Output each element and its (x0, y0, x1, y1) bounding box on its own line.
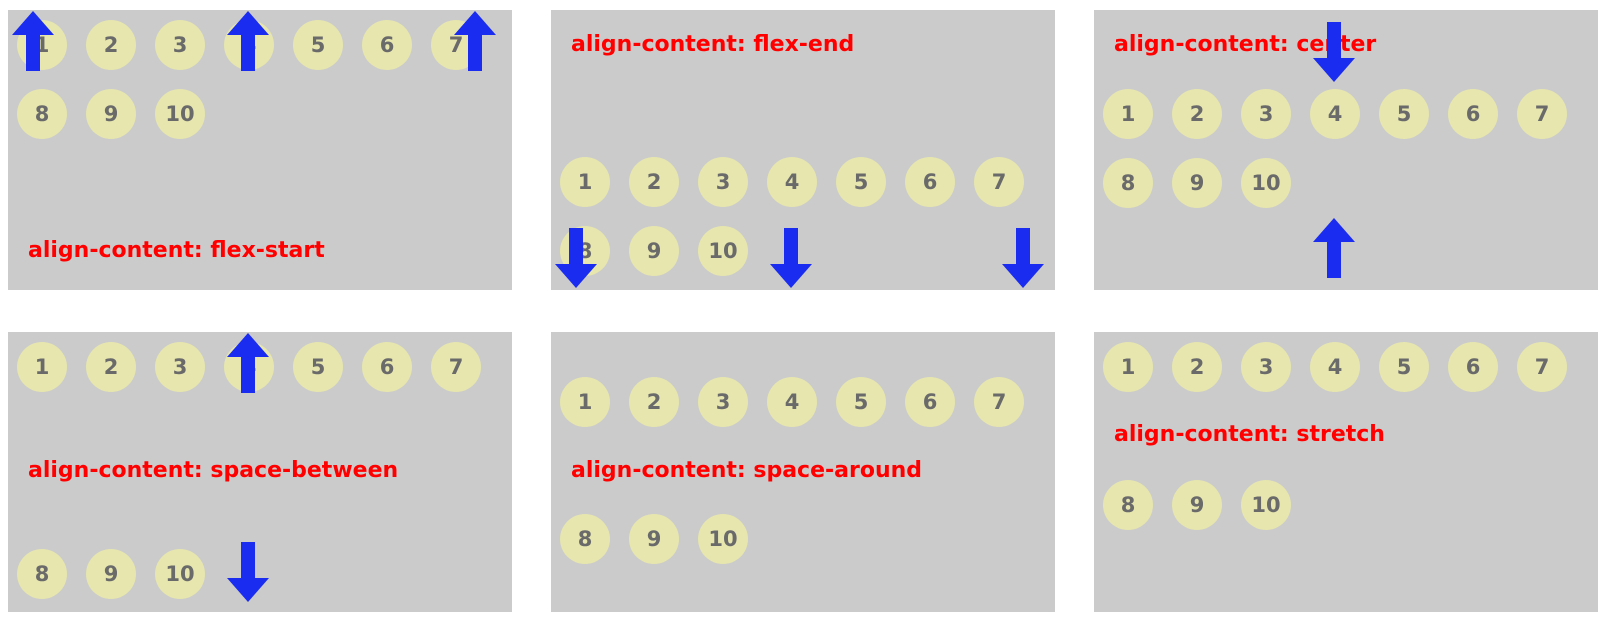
item-circle: 6 (1448, 89, 1498, 139)
arrow-down-icon (1313, 22, 1355, 82)
item-circle: 5 (1379, 342, 1429, 392)
panel-label: align-content: space-around (571, 458, 923, 483)
item-circle: 1 (560, 157, 610, 207)
arrow-up-icon (227, 11, 269, 71)
item-circle: 6 (362, 342, 412, 392)
arrow-up-icon (12, 11, 54, 71)
item-circle: 3 (155, 342, 205, 392)
panel-stretch: 1 2 3 4 5 6 7 8 9 10 align-content: stre… (1094, 332, 1598, 612)
item-circle: 3 (698, 377, 748, 427)
item-circle: 8 (1103, 480, 1153, 530)
item-circle: 1 (560, 377, 610, 427)
item-circle: 5 (293, 20, 343, 70)
arrow-down-icon (770, 228, 812, 288)
item-circle: 4 (1310, 342, 1360, 392)
item-circle: 2 (629, 377, 679, 427)
item-circle: 2 (1172, 342, 1222, 392)
item-circle: 4 (767, 377, 817, 427)
arrow-down-icon (1002, 228, 1044, 288)
arrow-up-icon (454, 11, 496, 71)
item-circle: 6 (1448, 342, 1498, 392)
item-circle: 5 (293, 342, 343, 392)
item-circle: 1 (1103, 342, 1153, 392)
arrow-down-icon (227, 542, 269, 602)
item-circle: 7 (974, 377, 1024, 427)
item-circle: 3 (1241, 89, 1291, 139)
item-circle: 1 (17, 342, 67, 392)
item-circle: 8 (1103, 158, 1153, 208)
item-circle: 10 (155, 89, 205, 139)
panel-center: 1 2 3 4 5 6 7 8 9 10 align-content: cent… (1094, 10, 1598, 290)
item-circle: 2 (86, 342, 136, 392)
panel-flex-start: 1 2 3 4 5 6 7 8 9 10 align-content: flex… (8, 10, 512, 290)
item-circle: 6 (905, 157, 955, 207)
item-circle: 4 (767, 157, 817, 207)
arrow-up-icon (1313, 218, 1355, 278)
item-circle: 7 (1517, 89, 1567, 139)
item-circle: 2 (629, 157, 679, 207)
item-circle: 9 (629, 226, 679, 276)
item-circle: 8 (560, 514, 610, 564)
arrow-down-icon (555, 228, 597, 288)
item-circle: 5 (836, 377, 886, 427)
item-circle: 8 (17, 549, 67, 599)
item-circle: 6 (905, 377, 955, 427)
item-circle: 10 (698, 226, 748, 276)
item-circle: 3 (698, 157, 748, 207)
panel-label: align-content: flex-start (28, 238, 325, 263)
item-circle: 7 (1517, 342, 1567, 392)
panel-space-between: 1 2 3 4 5 6 7 8 9 10 align-content: spac… (8, 332, 512, 612)
item-circle: 7 (431, 342, 481, 392)
item-circle: 3 (1241, 342, 1291, 392)
item-circle: 3 (155, 20, 205, 70)
item-circle: 2 (86, 20, 136, 70)
item-circle: 7 (974, 157, 1024, 207)
item-circle: 5 (1379, 89, 1429, 139)
panel-label: align-content: stretch (1114, 422, 1385, 447)
item-circle: 9 (629, 514, 679, 564)
item-circle: 1 (1103, 89, 1153, 139)
item-circle: 10 (155, 549, 205, 599)
item-circle: 9 (1172, 158, 1222, 208)
panel-label: align-content: space-between (28, 458, 399, 483)
panel-space-around: 1 2 3 4 5 6 7 8 9 10 align-content: spac… (551, 332, 1055, 612)
item-circle: 9 (86, 549, 136, 599)
item-circle: 2 (1172, 89, 1222, 139)
item-circle: 10 (1241, 158, 1291, 208)
item-circle: 9 (86, 89, 136, 139)
arrow-up-icon (227, 333, 269, 393)
item-circle: 8 (17, 89, 67, 139)
item-circle: 4 (1310, 89, 1360, 139)
panel-label: align-content: flex-end (571, 32, 855, 57)
item-circle: 10 (698, 514, 748, 564)
item-circle: 5 (836, 157, 886, 207)
item-circle: 10 (1241, 480, 1291, 530)
item-circle: 6 (362, 20, 412, 70)
panel-flex-end: 1 2 3 4 5 6 7 8 9 10 align-content: flex… (551, 10, 1055, 290)
item-circle: 9 (1172, 480, 1222, 530)
